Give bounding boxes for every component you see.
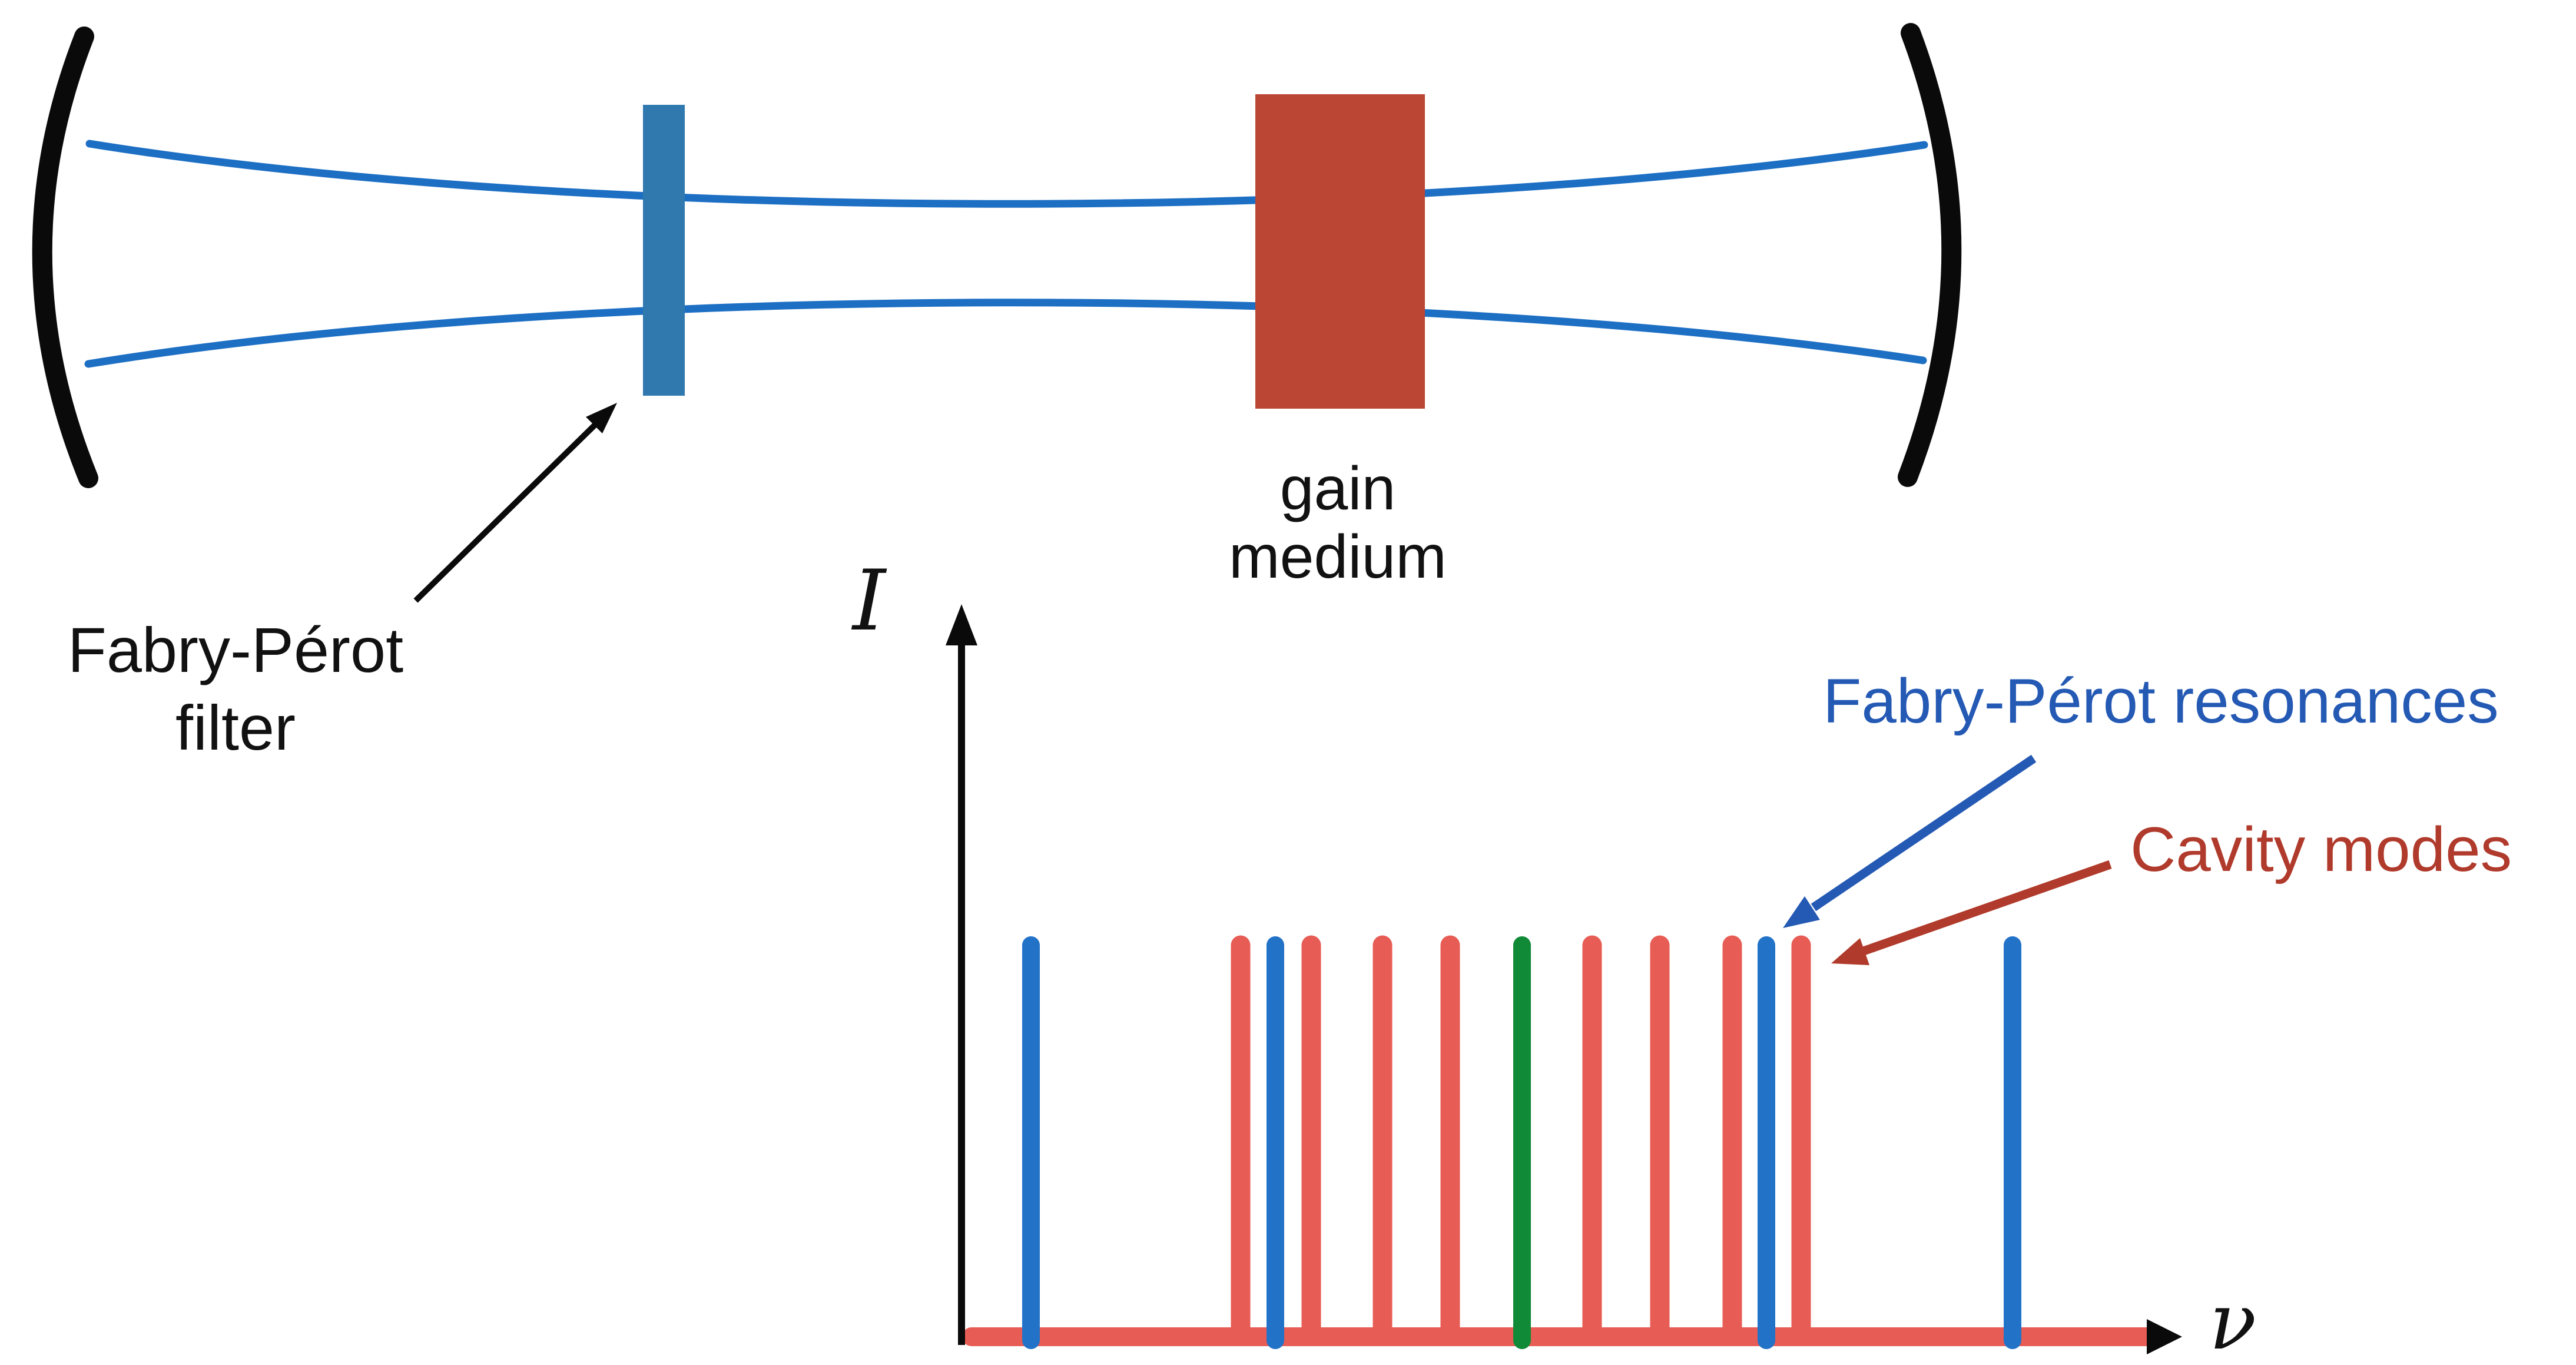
beam-top-line — [85, 140, 1928, 208]
beam-bottom-line — [84, 299, 1927, 368]
resonances-annotation-arrowhead — [1783, 896, 1820, 928]
cavity-modes-annotation: Cavity modes — [2130, 814, 2512, 884]
gain-medium-label-line2: medium — [1229, 523, 1447, 592]
modes-annotation-arrowhead — [1831, 938, 1869, 965]
fabry-perot-filter-label: Fabry-Pérot filter — [24, 611, 447, 767]
gain-medium-label-line1: gain — [1279, 455, 1396, 523]
fabry-perot-resonances-annotation: Fabry-Pérot resonances — [1823, 665, 2499, 736]
right-mirror — [1898, 23, 1962, 487]
modes-annotation-arrow-line — [1862, 860, 2112, 956]
filter-pointer-arrow-line — [413, 423, 597, 603]
filter-pointer-arrowhead — [586, 403, 617, 433]
resonances-annotation-arrow-line — [1811, 754, 2037, 912]
gain-medium-block — [1255, 94, 1425, 409]
y-axis-arrowhead — [946, 604, 977, 645]
fabry-perot-filter-label-line2: filter — [175, 691, 296, 763]
fabry-perot-filter-plate — [643, 105, 685, 396]
resonance-and-lasing-lines-group — [1022, 936, 2021, 1349]
cavity-mode-lines-group — [1231, 935, 1811, 1342]
x-axis-arrowhead — [2147, 1319, 2182, 1354]
x-axis-frequency-label: ν — [2209, 1277, 2257, 1365]
left-mirror — [32, 26, 98, 488]
fabry-perot-filter-label-line1: Fabry-Pérot — [67, 614, 404, 685]
gain-medium-label: gain medium — [1149, 455, 1526, 592]
y-axis-intensity-label: I — [853, 552, 886, 650]
